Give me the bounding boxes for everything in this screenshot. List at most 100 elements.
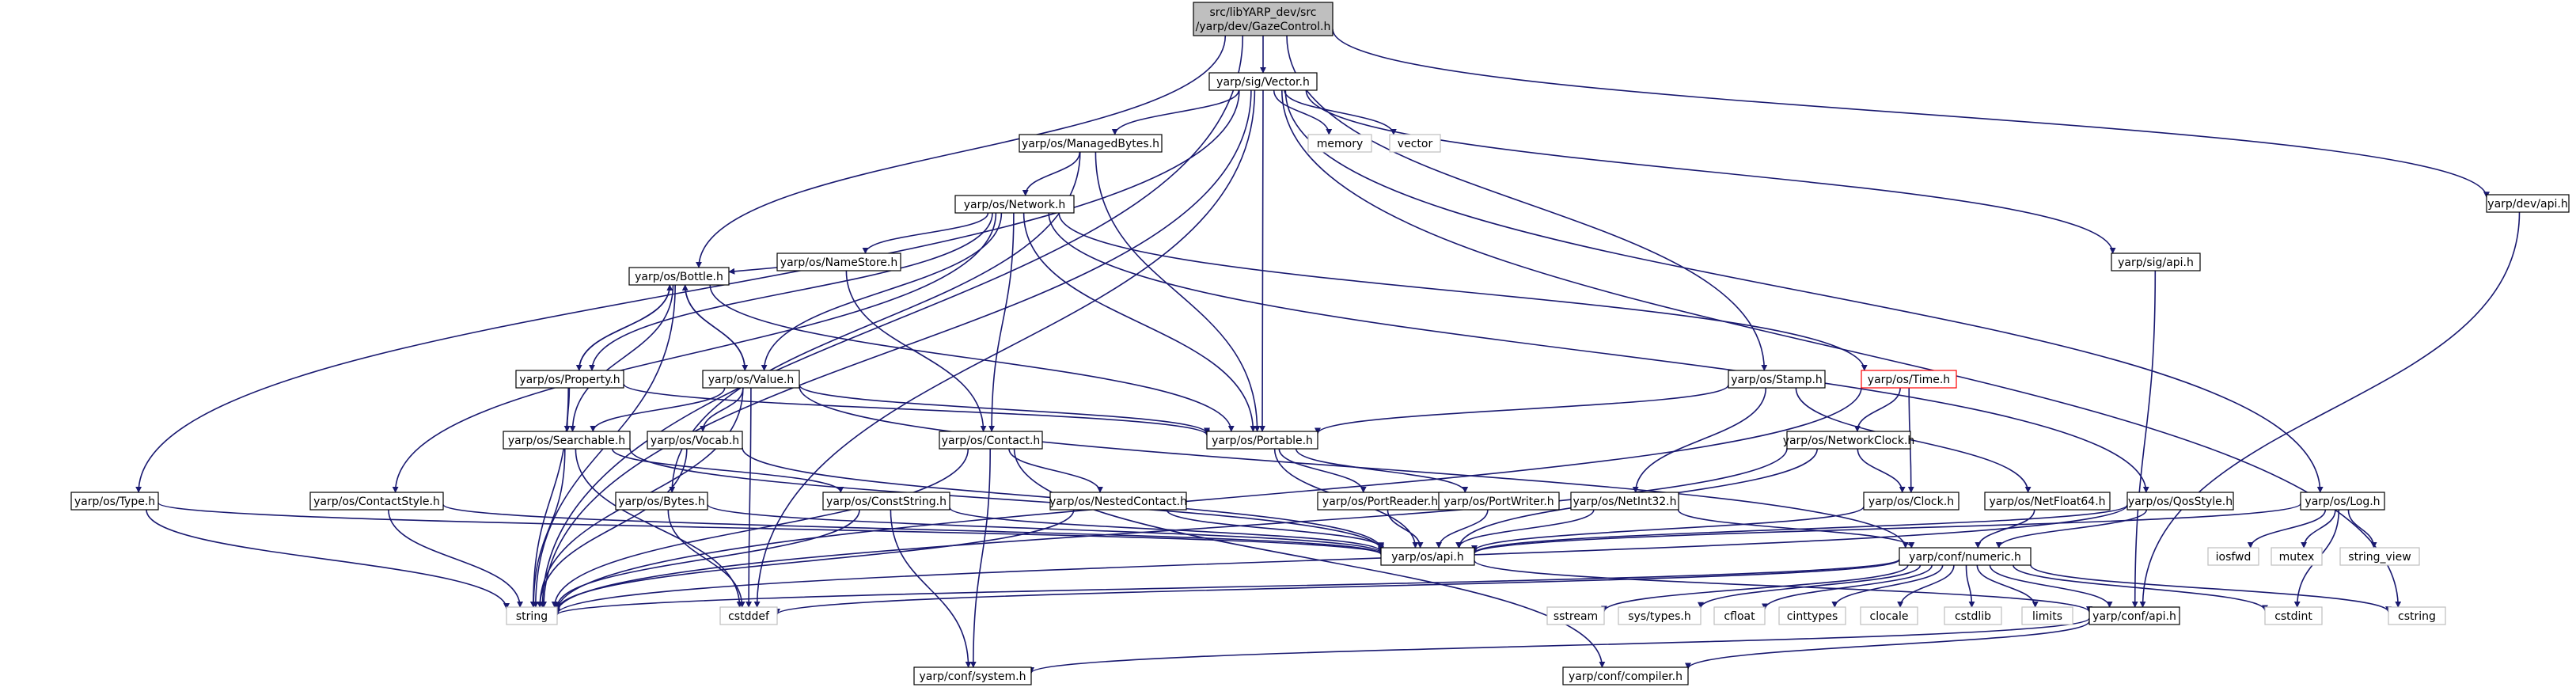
node-label: yarp/os/Stamp.h xyxy=(1731,374,1823,386)
node-contact[interactable]: yarp/os/Contact.h xyxy=(939,431,1043,450)
node-cfloat: cfloat xyxy=(1713,606,1766,625)
node-clock[interactable]: yarp/os/Clock.h xyxy=(1863,492,1960,511)
node-sigapi[interactable]: yarp/sig/api.h xyxy=(2111,252,2201,271)
edge-value-to-portable xyxy=(799,384,1210,435)
node-label: yarp/os/NestedContact.h xyxy=(1049,495,1187,508)
node-root[interactable]: src/libYARP_dev/src/yarp/dev/GazeControl… xyxy=(1193,2,1334,36)
node-label: sstream xyxy=(1554,610,1598,623)
node-label: src/libYARP_dev/src xyxy=(1210,6,1317,19)
node-box xyxy=(1049,492,1187,511)
node-searchable[interactable]: yarp/os/Searchable.h xyxy=(503,431,631,450)
edge-stamp-to-portable xyxy=(1315,384,1729,435)
node-label: yarp/os/Time.h xyxy=(1868,374,1950,386)
edge-bottle-to-portable xyxy=(709,284,1235,432)
node-conststring[interactable]: yarp/os/ConstString.h xyxy=(822,492,950,511)
node-value[interactable]: yarp/os/Value.h xyxy=(702,370,800,389)
node-box xyxy=(1778,606,1846,625)
edge-vector-to-cstddef xyxy=(753,89,1256,608)
node-iosfwd: iosfwd xyxy=(2207,547,2259,566)
edge-log-to-iosfwd xyxy=(2247,509,2327,549)
node-box xyxy=(719,606,778,625)
node-stamp[interactable]: yarp/os/Stamp.h xyxy=(1728,370,1826,389)
node-netfloat64[interactable]: yarp/os/NetFloat64.h xyxy=(1984,492,2111,511)
edge-netint32-to-osapi xyxy=(1455,509,1595,549)
node-vector[interactable]: yarp/sig/Vector.h xyxy=(1208,72,1318,91)
node-label: yarp/os/NetInt32.h xyxy=(1573,495,1676,508)
node-label: cstring xyxy=(2398,610,2436,623)
node-box xyxy=(1570,492,1679,511)
node-bottle[interactable]: yarp/os/Bottle.h xyxy=(628,267,730,286)
node-time[interactable]: yarp/os/Time.h xyxy=(1861,370,1957,389)
node-box xyxy=(1546,606,1605,625)
edge-vector-to-managedbytes xyxy=(1111,89,1240,135)
node-namestore[interactable]: yarp/os/NameStore.h xyxy=(776,252,901,271)
node-portable[interactable]: yarp/os/Portable.h xyxy=(1206,431,1318,450)
node-box xyxy=(1944,606,2002,625)
node-box xyxy=(1019,134,1163,153)
node-property[interactable]: yarp/os/Property.h xyxy=(515,370,624,389)
node-portreader[interactable]: yarp/os/PortReader.h xyxy=(1317,492,1444,511)
edge-stamp-to-netfloat64 xyxy=(1795,387,2032,493)
node-cstdint: cstdint xyxy=(2264,606,2323,625)
node-qosstyle[interactable]: yarp/os/QosStyle.h xyxy=(2126,492,2234,511)
node-vectorstd: vector xyxy=(1389,134,1441,153)
node-box xyxy=(70,492,159,511)
edge-numeric-to-confapi xyxy=(1989,564,2113,608)
node-label: yarp/conf/system.h xyxy=(920,670,1026,683)
edge-network-to-time xyxy=(1058,212,1868,371)
edge-searchable-to-osapi xyxy=(629,448,1384,551)
node-managedbytes[interactable]: yarp/os/ManagedBytes.h xyxy=(1019,134,1163,153)
node-label: yarp/os/Bottle.h xyxy=(635,271,723,283)
node-mutex: mutex xyxy=(2271,547,2323,566)
node-osapi[interactable]: yarp/os/api.h xyxy=(1380,547,1475,566)
node-log[interactable]: yarp/os/Log.h xyxy=(2300,492,2385,511)
node-compiler[interactable]: yarp/conf/compiler.h xyxy=(1562,666,1689,685)
node-box xyxy=(1193,2,1334,36)
node-portwriter[interactable]: yarp/os/PortWriter.h xyxy=(1438,492,1560,511)
node-box xyxy=(939,431,1043,450)
node-bytes[interactable]: yarp/os/Bytes.h xyxy=(615,492,708,511)
edge-numeric-to-cstdlib xyxy=(1965,564,1975,608)
node-memory: memory xyxy=(1307,134,1372,153)
edge-clock-to-osapi xyxy=(1471,506,1865,552)
edge-vector-to-type xyxy=(135,89,1240,493)
node-contactstyle[interactable]: yarp/os/ContactStyle.h xyxy=(309,492,444,511)
edge-numeric-to-clocale xyxy=(1897,564,1955,608)
node-devapi[interactable]: yarp/dev/api.h xyxy=(2486,194,2570,213)
node-label: clocale xyxy=(1870,610,1909,623)
node-box xyxy=(515,370,624,389)
edge-confapi-to-system xyxy=(1028,617,2090,674)
edge-namestore-to-contact xyxy=(845,270,987,432)
edge-numeric-to-cstdint xyxy=(2013,564,2268,612)
node-networkclock[interactable]: yarp/os/NetworkClock.h xyxy=(1783,431,1915,450)
node-box xyxy=(954,195,1075,214)
edge-bottle-to-searchable xyxy=(569,284,674,432)
edge-contactstyle-to-string xyxy=(388,509,524,608)
node-label: yarp/dev/api.h xyxy=(2487,198,2567,211)
node-label: yarp/os/PortReader.h xyxy=(1322,495,1438,508)
node-box xyxy=(2207,547,2259,566)
node-numeric[interactable]: yarp/conf/numeric.h xyxy=(1899,547,2032,566)
node-nestedcontact[interactable]: yarp/os/NestedContact.h xyxy=(1049,492,1187,511)
node-systypes: sys/types.h xyxy=(1618,606,1702,625)
node-label: /yarp/dev/GazeControl.h xyxy=(1196,21,1331,33)
edge-type-to-string xyxy=(146,509,510,609)
edge-vector-to-vectorstd xyxy=(1284,89,1397,135)
node-label: yarp/os/Property.h xyxy=(519,374,620,386)
node-vocab[interactable]: yarp/os/Vocab.h xyxy=(647,431,743,450)
node-type[interactable]: yarp/os/Type.h xyxy=(70,492,159,511)
node-cstring: cstring xyxy=(2388,606,2446,625)
edge-qosstyle-to-numeric xyxy=(1995,509,2148,549)
edge-numeric-to-systypes xyxy=(1698,564,1922,609)
node-confapi[interactable]: yarp/conf/api.h xyxy=(2088,606,2180,625)
edge-vector-to-string xyxy=(541,89,1252,608)
node-netint32[interactable]: yarp/os/NetInt32.h xyxy=(1570,492,1679,511)
edge-contact-to-compiler xyxy=(1013,448,1606,668)
edge-qosstyle-to-osapi xyxy=(1471,504,2128,554)
node-system[interactable]: yarp/conf/system.h xyxy=(913,666,1032,685)
node-label: cstdlib xyxy=(1955,610,1991,623)
node-box xyxy=(702,370,800,389)
node-network[interactable]: yarp/os/Network.h xyxy=(954,195,1075,214)
edge-numeric-to-cfloat xyxy=(1762,564,1933,610)
node-label: yarp/os/Vocab.h xyxy=(651,435,739,447)
